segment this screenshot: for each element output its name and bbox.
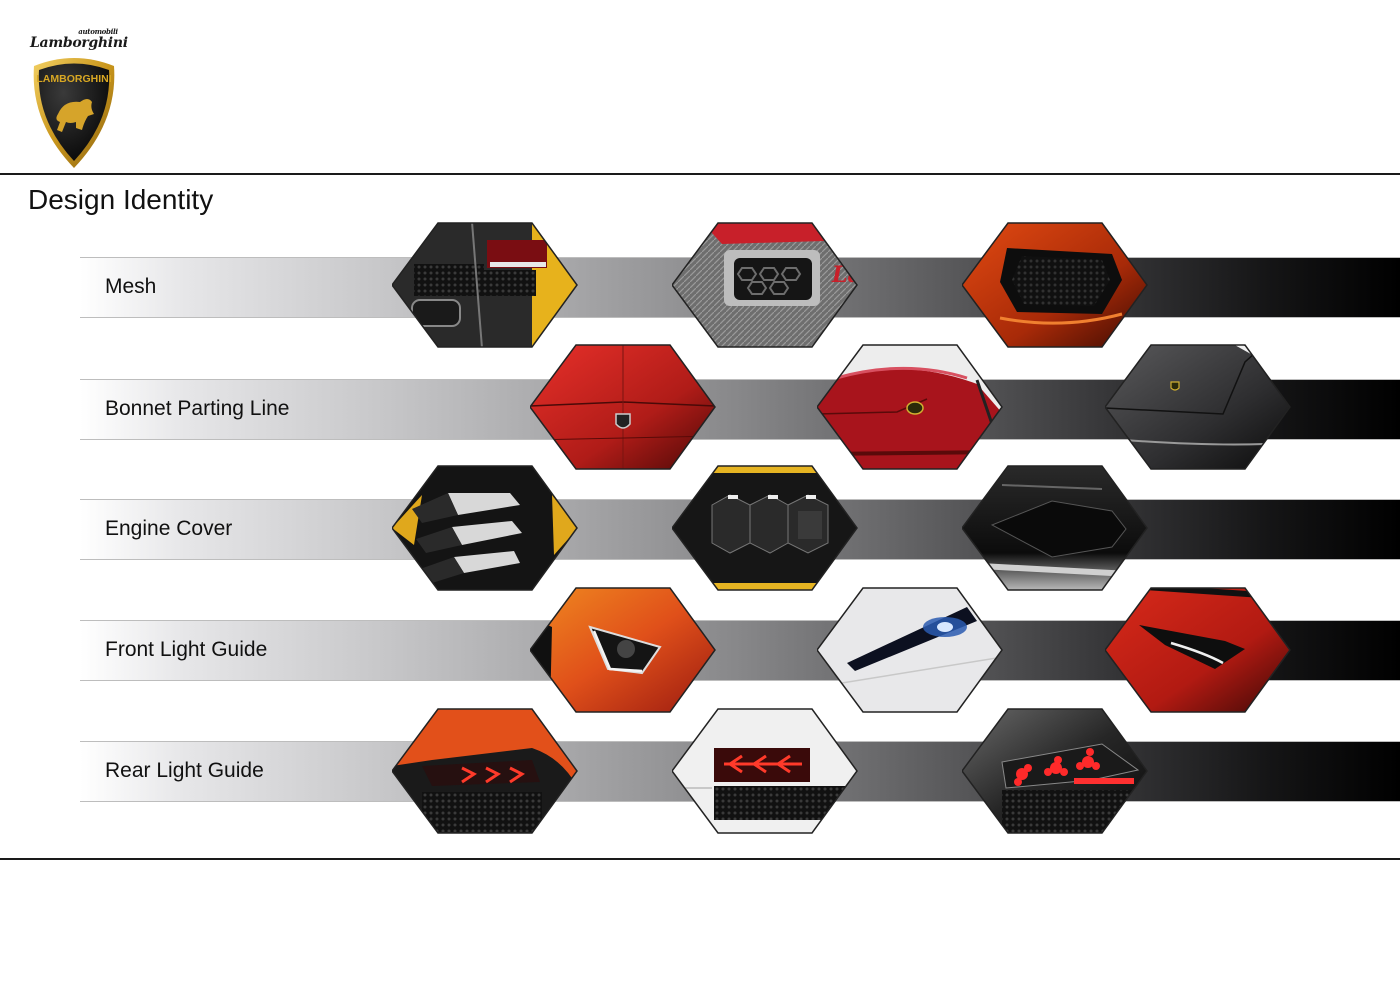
row-label: Rear Light Guide xyxy=(105,759,264,782)
logo-wordmark: automobili Lamborghini xyxy=(30,27,128,51)
mesh-image-2: Lan xyxy=(672,222,858,348)
mesh-image-3 xyxy=(962,222,1148,348)
rear-light-guide-image-3 xyxy=(962,708,1148,834)
footer-divider xyxy=(0,858,1400,860)
row-label: Bonnet Parting Line xyxy=(105,397,290,420)
bonnet-parting-line-image-2 xyxy=(817,344,1003,470)
header-divider xyxy=(0,173,1400,175)
lamborghini-logo: automobili Lamborghini LAMBORGHINI xyxy=(24,22,128,168)
svg-text:Lan: Lan xyxy=(831,262,858,288)
front-light-guide-image-2 xyxy=(817,587,1003,713)
rear-light-guide-image-1 xyxy=(392,708,578,834)
bonnet-parting-line-image-1 xyxy=(530,344,716,470)
mesh-image-1 xyxy=(392,222,578,348)
logo-wordmark-main: Lamborghini xyxy=(30,35,128,51)
engine-cover-image-2 xyxy=(672,465,858,591)
front-light-guide-image-3 xyxy=(1105,587,1291,713)
rear-light-guide-image-2 xyxy=(672,708,858,834)
engine-cover-image-3 xyxy=(962,465,1148,591)
page-title: Design Identity xyxy=(28,184,214,215)
logo-wordmark-small: automobili xyxy=(78,27,118,36)
row-label: Engine Cover xyxy=(105,517,233,540)
svg-text:LAMBORGHINI: LAMBORGHINI xyxy=(36,73,111,85)
row-label: Front Light Guide xyxy=(105,638,268,661)
bull-shield-icon: LAMBORGHINI xyxy=(33,58,115,168)
front-light-guide-image-1 xyxy=(530,587,716,713)
engine-cover-image-1 xyxy=(392,465,578,591)
row-label: Mesh xyxy=(105,275,157,298)
bonnet-parting-line-image-3 xyxy=(1105,344,1291,470)
